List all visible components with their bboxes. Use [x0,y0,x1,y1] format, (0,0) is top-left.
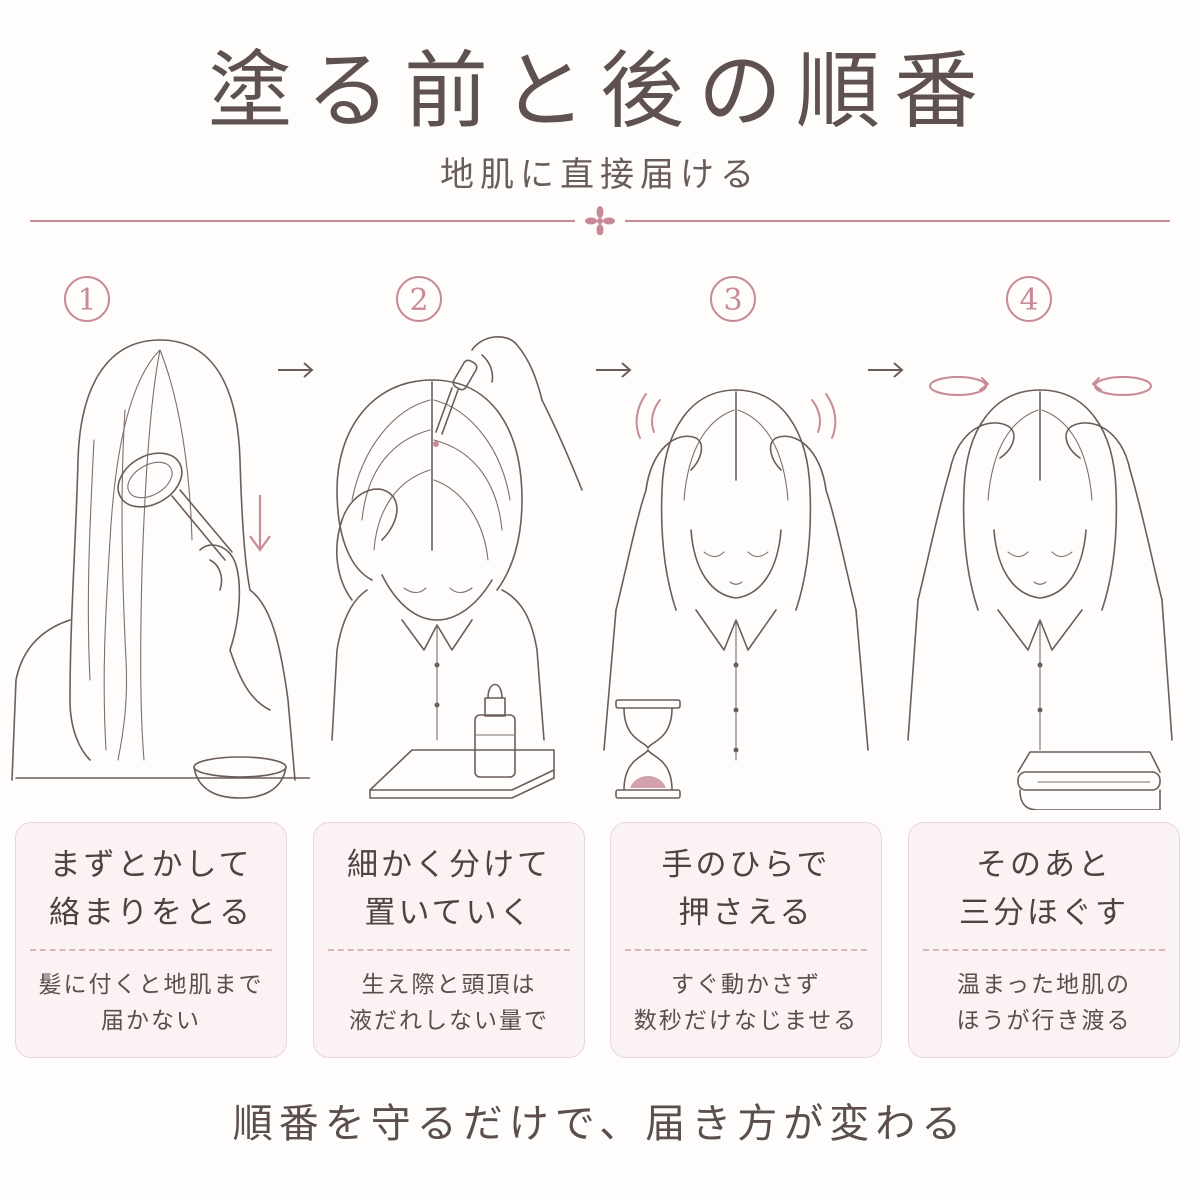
step-instruction: まずとかして 絡まりをとる [49,847,253,931]
flower-ornament-icon [585,206,615,235]
dashed-divider [30,949,272,951]
svg-text:1: 1 [77,283,96,318]
dashed-divider [328,949,570,951]
step-number-3: 3 [710,276,756,322]
step-instruction: そのあと 三分ほぐす [959,847,1129,931]
step-note: 温まった地肌の ほうが行き渡る [956,972,1132,1034]
step-card-3: 手のひらで 押さえる すぐ動かさず 数秒だけなじませる [610,822,882,1058]
dashed-divider [625,949,867,951]
step-note: 髪に付くと地肌まで 届かない [38,972,264,1034]
step-card-4: そのあと 三分ほぐす 温まった地肌の ほうが行き渡る [908,822,1180,1058]
page-title: 塗る前と後の順番 [207,42,992,140]
step-note: 生え際と頭頂は 液だれしない量で [349,972,549,1034]
step-instruction: 手のひらで 押さえる [661,847,831,931]
step-card-2: 細かく分けて 置いていく 生え際と頭頂は 液だれしない量で [313,822,585,1058]
illustration-massaging-scalp [907,376,1173,810]
next-arrow-icon [868,362,904,378]
step-note: すぐ動かさず 数秒だけなじませる [633,972,859,1034]
step-instruction: 細かく分けて 置いていく [347,847,551,931]
page-subtitle: 地肌に直接届ける [440,155,760,195]
step-number-2: 2 [396,276,442,322]
step-number-4: 4 [1006,276,1052,322]
dashed-divider [923,949,1165,951]
next-arrow-icon [278,362,314,378]
svg-text:4: 4 [1019,283,1038,318]
ornament-divider [30,206,1170,235]
illustration-pressing-palms [603,389,869,799]
svg-text:3: 3 [723,283,742,318]
footer-message: 順番を守るだけで、届き方が変わる [232,1101,968,1147]
illustration-brushing-hair [11,339,310,799]
svg-text:2: 2 [409,283,428,318]
step-number-1: 1 [64,276,110,322]
step-card-1: まずとかして 絡まりをとる 髪に付くと地肌まで 届かない [15,822,287,1058]
illustration-applying-dropper [331,336,583,799]
next-arrow-icon [596,362,632,378]
